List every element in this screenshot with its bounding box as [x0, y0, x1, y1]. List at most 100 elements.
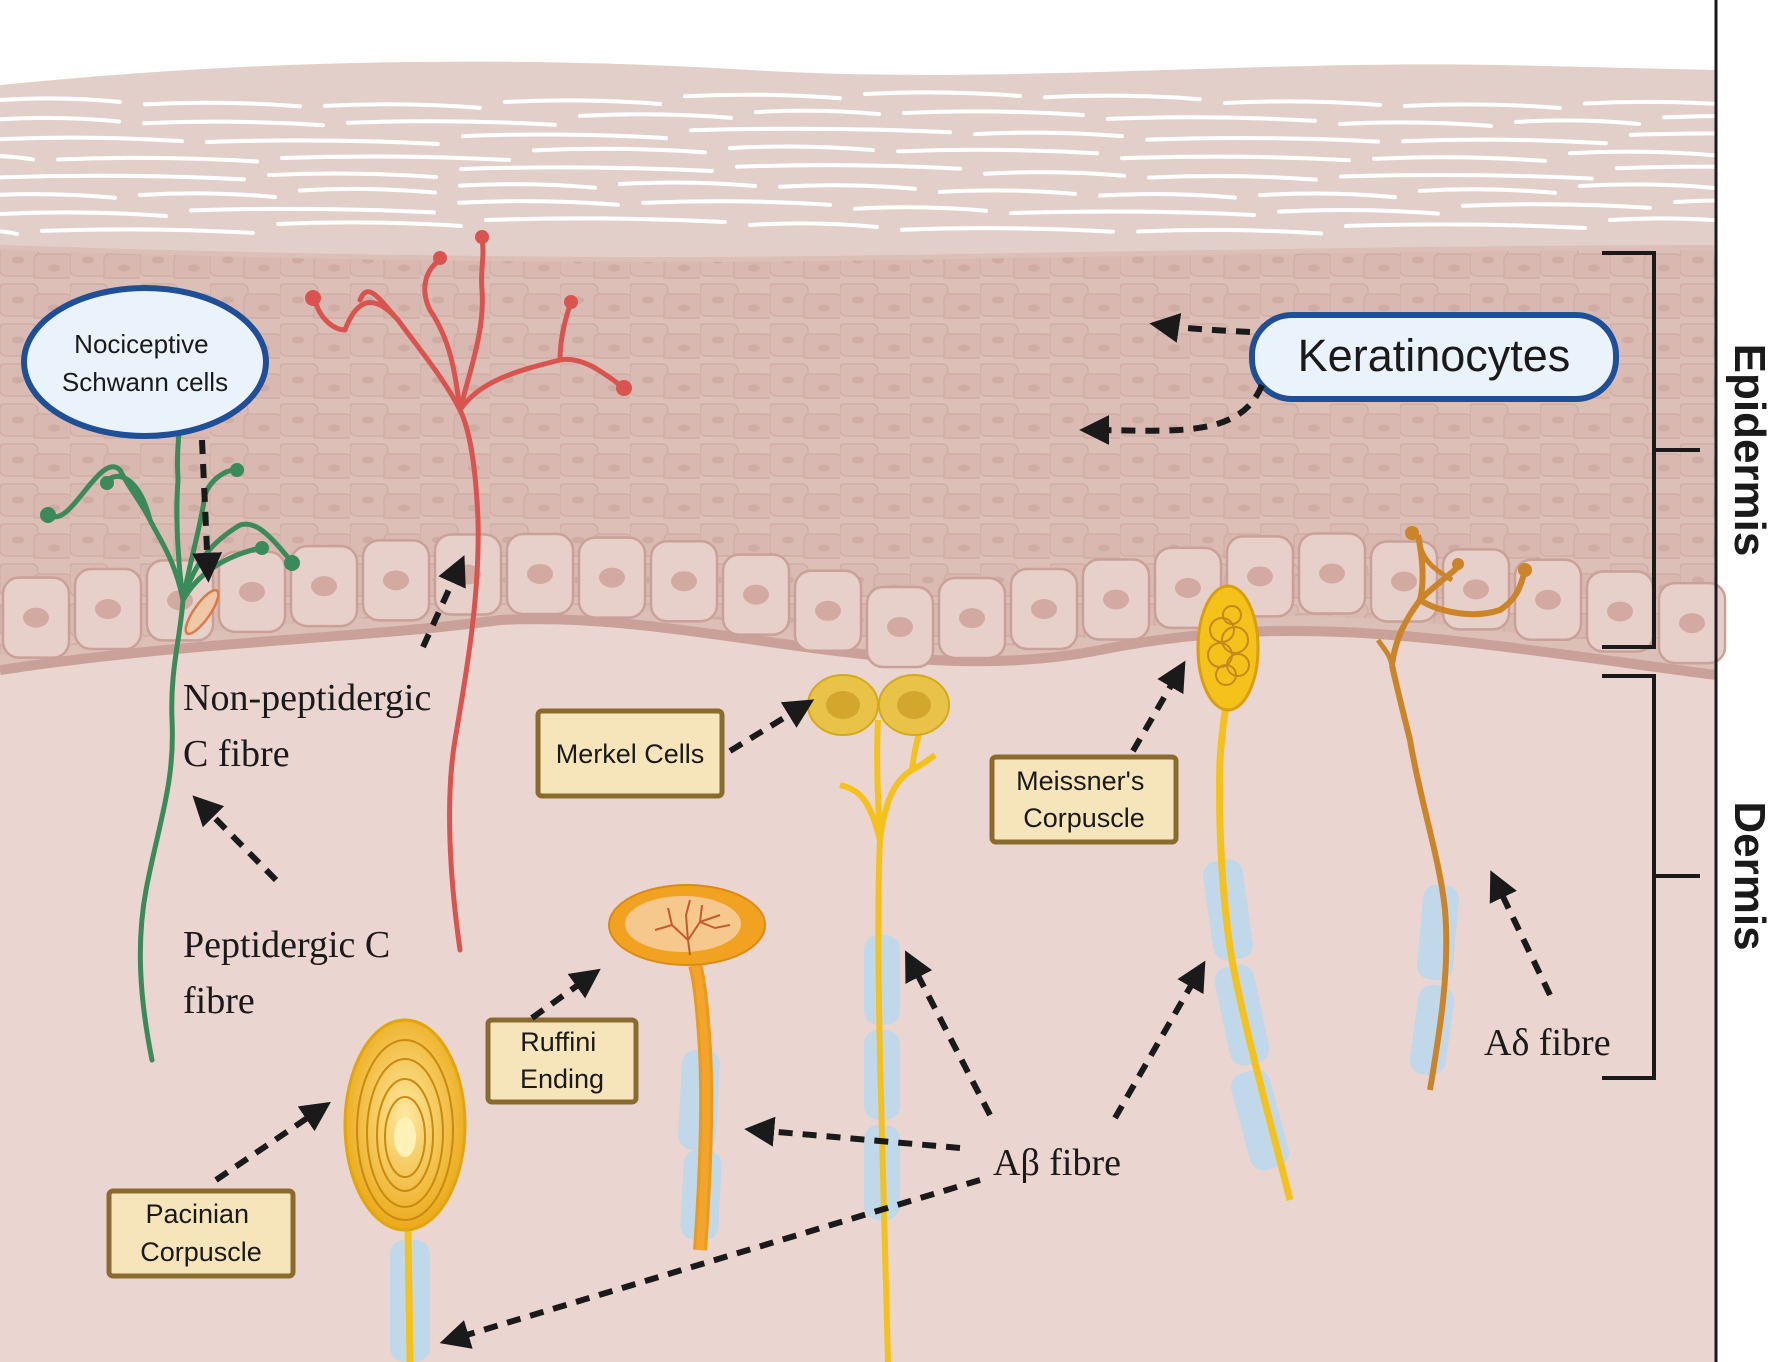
corneum-line — [900, 226, 1115, 234]
schwann-label-line1: Nociceptive — [74, 329, 208, 359]
svg-text:Pacinian Corpuscle: Pacinian Corpuscle — [140, 1199, 262, 1267]
basal-cell-nucleus — [887, 617, 913, 637]
corneum-line — [1615, 164, 1772, 171]
corneum-line — [56, 155, 259, 164]
basal-cell-nucleus — [1031, 599, 1057, 619]
basal-cell-nucleus — [1175, 577, 1201, 598]
corneum-line — [938, 188, 1077, 196]
corneum-line — [973, 130, 1124, 139]
non-peptidergic-c-fibre-label: Non-peptidergic C fibre — [183, 677, 441, 775]
corneum-line — [142, 119, 325, 128]
corneum-line — [728, 144, 875, 153]
corneum-line — [1673, 198, 1772, 205]
pacinian-label-line2: Corpuscle — [140, 1237, 262, 1267]
corneum-line — [1338, 120, 1493, 128]
nociceptive-schwann-cell — [184, 588, 220, 636]
corneum-line — [205, 138, 440, 146]
corneum-line — [1578, 182, 1717, 190]
corneum-line — [532, 146, 707, 155]
corneum-line — [138, 191, 277, 199]
corneum-line — [457, 199, 620, 207]
basal-cell-nucleus — [1391, 571, 1417, 592]
corneum-line — [1098, 192, 1237, 200]
svg-text:Ruffini Ending: Ruffini Ending — [520, 1027, 604, 1094]
corneum-line — [902, 109, 1085, 118]
ruffini-label-line2: Ending — [520, 1064, 604, 1094]
keratinocytes-label: Keratinocytes — [1298, 330, 1571, 381]
stratum-corneum — [0, 61, 1716, 257]
corneum-line — [346, 119, 557, 127]
corneum-line — [276, 220, 463, 228]
basal-cell-nucleus — [1463, 579, 1489, 600]
basal-cell-nucleus — [959, 608, 985, 628]
a-beta-fibre-label: Aβ fibre — [993, 1142, 1121, 1184]
corneum-line — [578, 112, 733, 120]
basal-cell-nucleus — [599, 567, 625, 588]
merkel-cells-label: Merkel Cells — [556, 739, 705, 769]
arrow-abeta-to-pacinian-fibre — [439, 1177, 981, 1349]
basal-cell-nucleus — [743, 584, 769, 605]
meissners-corpuscle-callout: Meissner's Corpuscle — [989, 754, 1179, 845]
corneum-line — [323, 102, 482, 110]
dermis-label: Dermis — [1725, 801, 1772, 950]
corneum-line — [1568, 149, 1715, 158]
schwann-label-line2: Schwann cells — [62, 367, 228, 397]
corneum-line — [503, 98, 662, 106]
corneum-line — [1401, 137, 1608, 146]
svg-text:Nociceptive Schwann cell: Nociceptive Schwann cells — [62, 329, 228, 397]
corneum-line — [618, 180, 757, 189]
corneum-line — [1344, 222, 1587, 231]
basal-cell-nucleus — [311, 576, 337, 597]
corneum-line — [1277, 208, 1440, 216]
corneum-line — [189, 206, 436, 215]
arrow-meissner — [1130, 660, 1186, 753]
corneum-line — [459, 165, 714, 173]
basal-cell-nucleus — [1103, 589, 1129, 610]
corneum-line — [1106, 115, 1317, 123]
epidermis-label: Epidermis — [1725, 344, 1772, 557]
basal-cell-nucleus — [527, 564, 553, 584]
a-delta-fibre-label: Aδ fibre — [1484, 1022, 1611, 1064]
corneum-line — [1258, 191, 1397, 200]
corneum-line — [461, 132, 668, 141]
arrow-pacinian — [214, 1101, 331, 1183]
corneum-line — [280, 154, 511, 163]
peptidergic-c-fibre-label: Peptidergic C fibre — [183, 924, 400, 1022]
corneum-line — [143, 100, 302, 109]
corneum-line — [853, 205, 988, 213]
corneum-line — [778, 183, 917, 191]
svg-text:Meissner's Corpuscle: Meissner's Corpuscle — [1016, 766, 1152, 833]
basal-cell-nucleus — [383, 570, 409, 591]
meissner-label-line2: Corpuscle — [1023, 803, 1145, 833]
corneum-line — [1120, 154, 1351, 163]
basal-cell-nucleus — [815, 600, 841, 621]
corneum-line — [1145, 136, 1380, 144]
corneum-line — [0, 192, 117, 200]
corneum-line — [298, 186, 437, 195]
arrow-non-peptidergic — [192, 795, 279, 883]
corneum-line — [1147, 174, 1318, 182]
corneum-line — [1043, 93, 1202, 102]
corneum-line — [735, 163, 962, 171]
ruffini-afferent-fibre — [608, 884, 766, 1251]
arrow-keratinocytes-upper — [1149, 313, 1251, 343]
corneum-line — [458, 182, 597, 190]
basal-cell-nucleus — [1607, 601, 1633, 622]
corneum-line — [983, 170, 1126, 178]
corneum-line — [1583, 99, 1742, 108]
corneum-line — [1372, 155, 1547, 163]
corneum-line — [484, 216, 727, 225]
basal-cell-nucleus — [1679, 613, 1705, 634]
corneum-line — [267, 171, 438, 180]
meissner-afferent-fibre — [1196, 584, 1294, 1201]
ruffini-ending-callout: Ruffini Ending — [485, 1017, 639, 1105]
arrow-abeta-to-meissner-fibre — [1112, 960, 1206, 1120]
merkel-cell-afferent-fibre — [807, 674, 950, 1362]
pacinian-corpuscle-callout: Pacinian Corpuscle — [106, 1188, 296, 1279]
corneum-line — [40, 227, 255, 235]
corneum-line — [1403, 102, 1562, 110]
corneum-line — [754, 108, 881, 117]
nociceptive-schwann-cells-callout: Nociceptive Schwann cells — [21, 285, 269, 439]
corneum-line — [748, 221, 879, 229]
